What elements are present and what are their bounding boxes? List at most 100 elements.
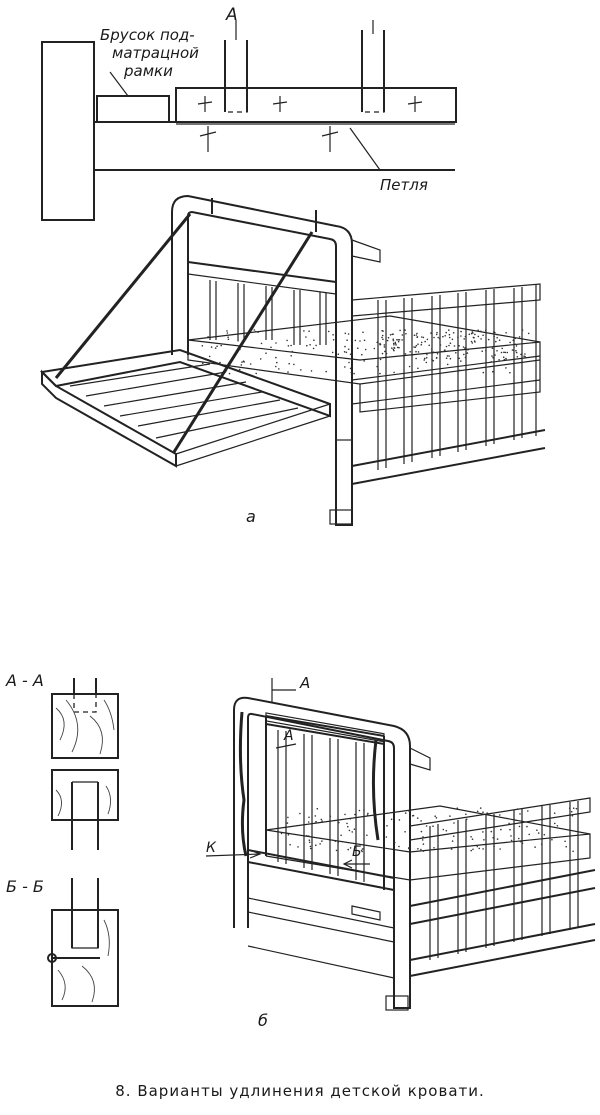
mattress-speckle	[314, 815, 317, 817]
mattress-speckle	[308, 839, 311, 841]
mattress-speckle	[425, 356, 428, 359]
mattress-speckle	[338, 821, 340, 824]
mattress-speckle	[458, 357, 461, 360]
mattress-speckle	[257, 331, 259, 334]
mattress-speckle	[471, 838, 474, 840]
mattress-speckle	[470, 849, 473, 852]
mattress-speckle	[360, 849, 363, 852]
mattress-speckle	[496, 838, 499, 840]
mattress-speckle	[354, 339, 357, 342]
mattress-speckle	[357, 845, 359, 847]
mattress-speckle	[448, 329, 450, 331]
mattress-speckle	[531, 820, 533, 822]
mattress-speckle	[397, 340, 400, 343]
mattress-speckle	[501, 347, 504, 350]
mattress-speckle	[401, 339, 403, 341]
mattress-speckle	[385, 352, 388, 355]
mattress-speckle	[521, 338, 524, 340]
mattress-speckle	[278, 368, 280, 370]
mattress-speckle	[431, 350, 433, 352]
mattress-speckle	[290, 344, 292, 347]
mattress-speckle	[492, 331, 495, 333]
mattress-speckle	[448, 344, 450, 347]
mattress-speckle	[214, 347, 217, 349]
mattress-speckle	[254, 330, 257, 333]
mattress-speckle	[554, 822, 556, 825]
mattress-speckle	[482, 347, 484, 349]
mattress-speckle	[385, 836, 388, 838]
mattress-speckle	[556, 825, 559, 827]
mattress-speckle	[436, 331, 438, 334]
mattress-speckle	[417, 367, 419, 370]
mattress-speckle	[509, 371, 511, 374]
mattress-speckle	[393, 346, 396, 349]
mattress-speckle	[432, 359, 435, 362]
mattress-speckle	[500, 351, 503, 354]
mattress-speckle	[505, 332, 507, 334]
mattress-speckle	[506, 351, 509, 354]
mattress-speckle	[445, 829, 448, 832]
mattress-speckle	[270, 346, 272, 349]
mattress-speckle	[287, 345, 290, 347]
mattress-speckle	[349, 367, 352, 370]
mattress-speckle	[344, 345, 346, 348]
mattress-speckle	[499, 848, 501, 850]
mattress-speckle	[241, 361, 243, 363]
mark-b: Б	[352, 844, 362, 860]
mattress-speckle	[415, 344, 418, 347]
mattress-speckle	[346, 822, 348, 825]
mattress-speckle	[315, 820, 317, 823]
mattress-speckle	[409, 351, 412, 353]
mattress-speckle	[361, 353, 363, 356]
mattress-speckle	[435, 333, 438, 336]
mattress-speckle	[411, 815, 414, 817]
mattress-speckle	[565, 845, 567, 848]
mattress-speckle	[466, 352, 469, 354]
mattress-speckle	[471, 342, 474, 344]
mattress-speckle	[265, 352, 267, 355]
mattress-speckle	[344, 332, 347, 335]
mattress-speckle	[526, 825, 528, 828]
mattress-speckle	[373, 347, 376, 350]
mattress-speckle	[386, 825, 388, 827]
mattress-speckle	[519, 840, 522, 843]
mark-a-mid: А	[283, 728, 294, 744]
mattress-speckle	[361, 850, 363, 853]
bar-label-3: рамки	[123, 62, 173, 80]
mattress-speckle	[376, 341, 379, 344]
mattress-speckle	[453, 345, 456, 347]
mattress-speckle	[476, 845, 479, 848]
mattress-speckle	[392, 342, 395, 345]
mattress-speckle	[537, 832, 540, 834]
bar-label-2: матрацной	[112, 44, 199, 62]
mattress-speckle	[415, 334, 418, 336]
mattress-speckle	[398, 819, 401, 821]
mattress-speckle	[493, 335, 495, 338]
section-mark-a: А	[225, 5, 238, 25]
mattress-speckle	[210, 346, 213, 348]
mattress-speckle	[485, 350, 487, 352]
bar-label: Брусок под-	[100, 26, 195, 44]
mattress-speckle	[465, 346, 467, 349]
section-aa-label: А - А	[5, 671, 44, 690]
mattress-speckle	[381, 329, 383, 332]
mattress-speckle	[276, 361, 278, 364]
mattress-speckle	[430, 332, 432, 334]
mattress-speckle	[512, 349, 515, 352]
section-aa: А - А	[5, 671, 119, 850]
mattress-speckle	[508, 822, 510, 825]
mattress-speckle	[413, 346, 415, 348]
mark-a-top: А	[299, 674, 310, 692]
mattress-speckle	[484, 329, 487, 332]
mattress-speckle	[346, 339, 348, 342]
mattress-speckle	[478, 847, 481, 850]
mattress-speckle	[495, 340, 497, 343]
mattress-speckle	[515, 351, 518, 354]
mattress-speckle	[308, 330, 310, 333]
mattress-speckle	[227, 336, 229, 339]
mattress-speckle	[568, 807, 571, 810]
mattress-speckle	[399, 329, 401, 332]
mattress-speckle	[394, 341, 397, 344]
mattress-speckle	[464, 356, 467, 359]
